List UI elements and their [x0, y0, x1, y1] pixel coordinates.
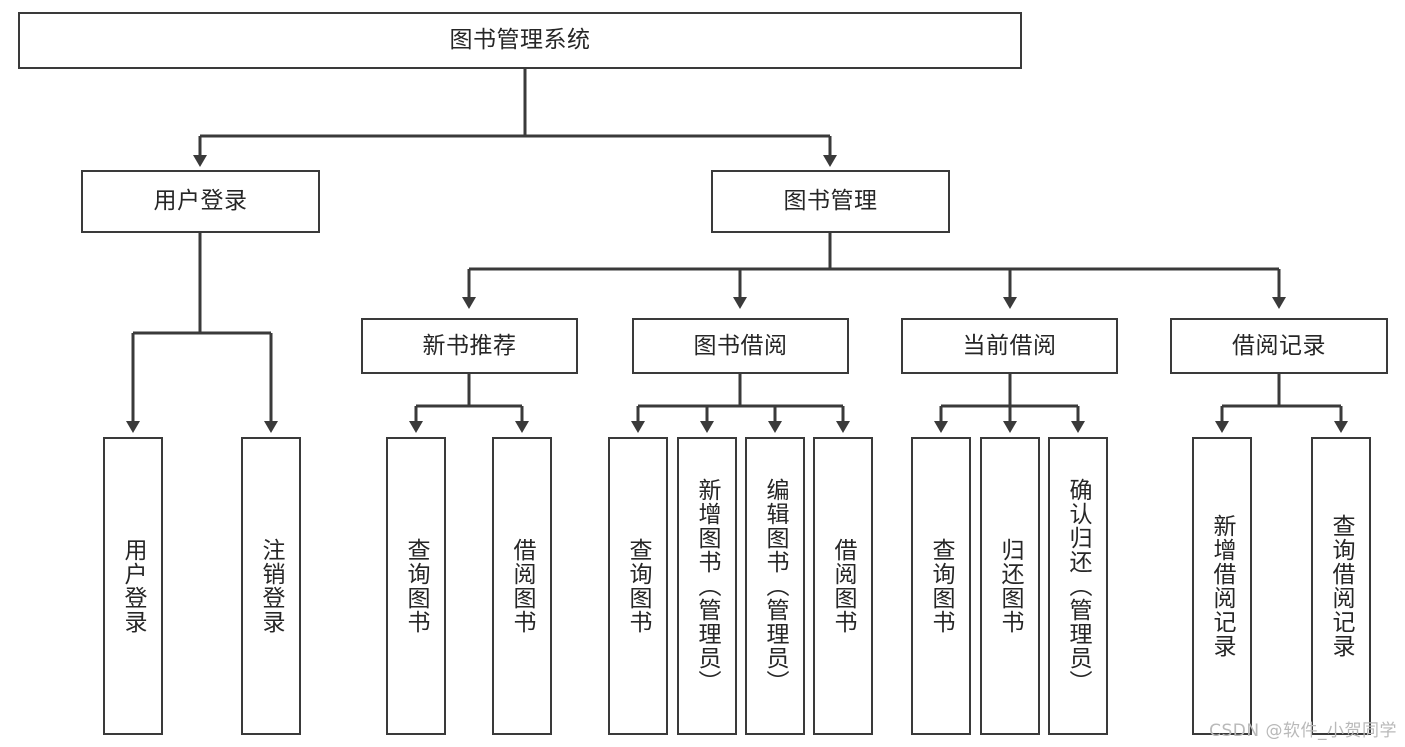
node-label: 确认归还（管理员）	[1065, 478, 1092, 694]
leaf-record-query-borrow-record[interactable]: 查询借阅记录	[1311, 437, 1371, 735]
node-label: 编辑图书（管理员）	[762, 478, 789, 694]
node-label: 新增借阅记录	[1209, 514, 1236, 658]
node-label: 图书管理系统	[449, 27, 591, 54]
node-label: 当前借阅	[962, 332, 1057, 359]
node-label: 借阅图书	[830, 538, 857, 634]
leaf-borrow-query-book[interactable]: 查询图书	[608, 437, 668, 735]
leaf-user-logout[interactable]: 注销登录	[241, 437, 301, 735]
leaf-recommend-query-book[interactable]: 查询图书	[386, 437, 446, 735]
node-root-system[interactable]: 图书管理系统	[18, 12, 1022, 69]
node-label: 借阅记录	[1232, 332, 1326, 359]
node-label: 借阅图书	[509, 538, 536, 634]
leaf-recommend-borrow-book[interactable]: 借阅图书	[492, 437, 552, 735]
node-label: 图书管理	[783, 188, 878, 215]
node-label: 查询借阅记录	[1328, 514, 1355, 658]
node-label: 查询图书	[403, 538, 430, 634]
leaf-current-query-book[interactable]: 查询图书	[911, 437, 971, 735]
leaf-record-add-borrow-record[interactable]: 新增借阅记录	[1192, 437, 1252, 735]
node-label: 新增图书（管理员）	[694, 478, 721, 694]
node-label: 归还图书	[997, 538, 1024, 634]
node-label: 新书推荐	[422, 332, 517, 359]
node-current-borrow[interactable]: 当前借阅	[901, 318, 1118, 374]
leaf-user-login[interactable]: 用户登录	[103, 437, 163, 735]
node-user-login[interactable]: 用户登录	[81, 170, 320, 233]
node-book-borrow[interactable]: 图书借阅	[632, 318, 849, 374]
leaf-current-return-book[interactable]: 归还图书	[980, 437, 1040, 735]
node-label: 用户登录	[153, 188, 248, 215]
node-label: 查询图书	[625, 538, 652, 634]
node-label: 图书借阅	[693, 332, 788, 359]
node-label: 查询图书	[928, 538, 955, 634]
leaf-borrow-borrow-book[interactable]: 借阅图书	[813, 437, 873, 735]
node-book-management[interactable]: 图书管理	[711, 170, 950, 233]
leaf-current-confirm-return-admin[interactable]: 确认归还（管理员）	[1048, 437, 1108, 735]
leaf-borrow-add-book-admin[interactable]: 新增图书（管理员）	[677, 437, 737, 735]
node-label: 用户登录	[120, 538, 147, 634]
watermark: CSDN @软件_小贺同学	[1209, 721, 1397, 741]
node-new-book-recommend[interactable]: 新书推荐	[361, 318, 578, 374]
node-borrow-record[interactable]: 借阅记录	[1170, 318, 1388, 374]
node-label: 注销登录	[258, 538, 285, 634]
leaf-borrow-edit-book-admin[interactable]: 编辑图书（管理员）	[745, 437, 805, 735]
